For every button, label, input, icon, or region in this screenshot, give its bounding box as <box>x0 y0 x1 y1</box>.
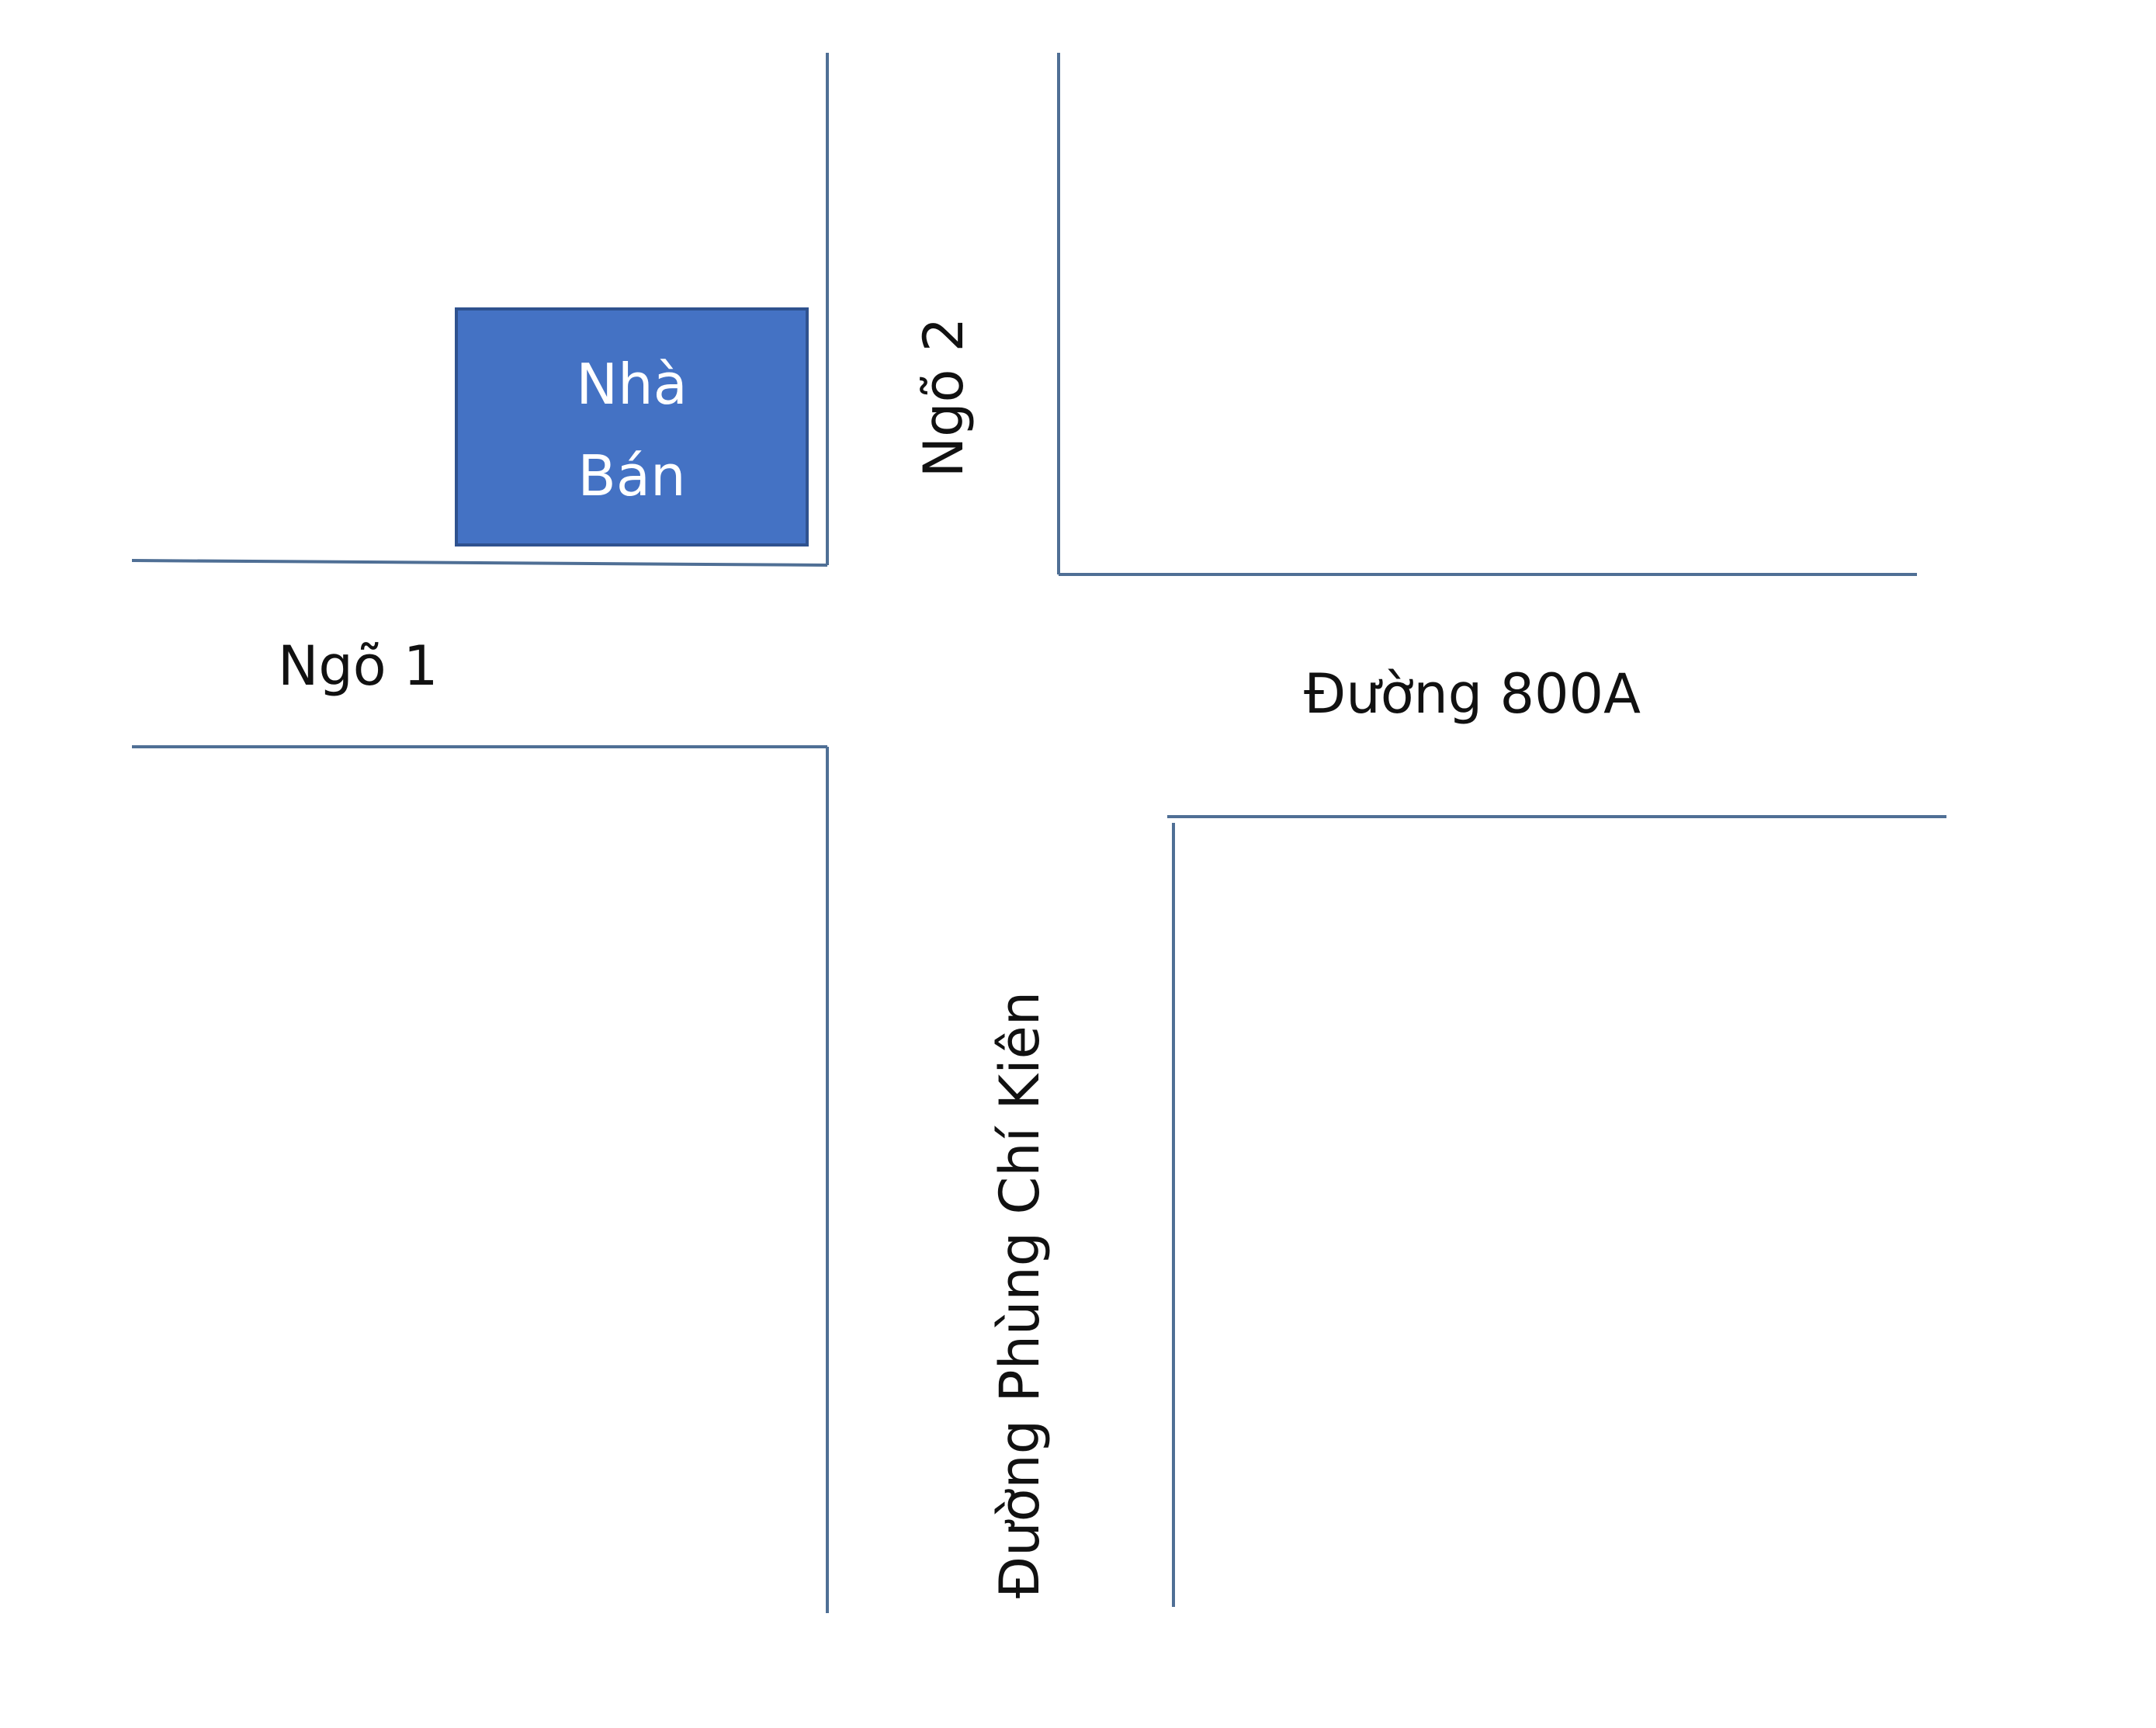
house-label-line1: Nhà <box>576 352 688 417</box>
house-label-line2: Bán <box>577 443 685 508</box>
house-for-sale: Nhà Bán <box>455 307 809 547</box>
house-marker <box>455 307 809 547</box>
ngo1-label: Ngõ 1 <box>278 634 438 698</box>
ngo1-north-edge <box>131 559 828 567</box>
ngo2-label: Ngõ 2 <box>912 317 976 477</box>
duong800a-label: Đường 800A <box>1304 662 1641 726</box>
phung-chi-kien-label: Đường Phùng Chí Kiên <box>988 991 1052 1598</box>
